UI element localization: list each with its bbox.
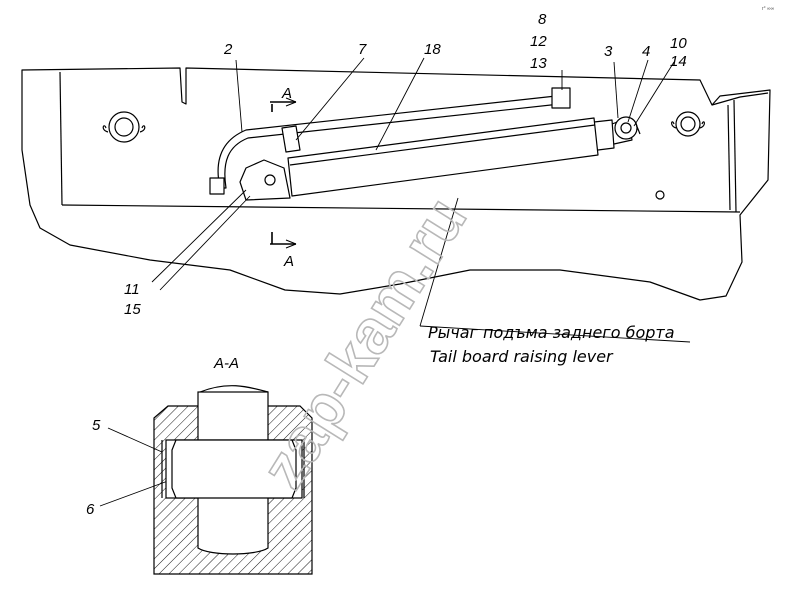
callout-7: 7 xyxy=(358,41,367,58)
callout-15: 15 xyxy=(124,301,141,318)
leader-lines xyxy=(99,57,691,507)
callout-2: 2 xyxy=(223,41,233,58)
section-marker-bottom: A xyxy=(283,253,294,270)
section-marker-top: A xyxy=(281,85,292,102)
callout-14: 14 xyxy=(670,53,687,70)
board-outline xyxy=(21,67,771,301)
callout-13: 13 xyxy=(530,55,547,72)
left-hook xyxy=(102,111,146,143)
callout-12: 12 xyxy=(530,33,547,50)
callout-10: 10 xyxy=(670,35,687,52)
callout-18: 18 xyxy=(424,41,441,58)
section-label: A-A xyxy=(213,355,239,372)
callout-6: 6 xyxy=(86,501,95,518)
caption-english: Tail board raising lever xyxy=(430,347,614,366)
callout-4: 4 xyxy=(642,43,650,60)
caption-russian: Рычаг подъма заднего борта xyxy=(428,323,675,342)
callout-3: 3 xyxy=(604,43,613,60)
callout-11: 11 xyxy=(124,281,140,298)
tailboard-assembly xyxy=(21,67,771,301)
section-a-a xyxy=(153,385,313,575)
cylinder xyxy=(287,117,633,197)
callout-5: 5 xyxy=(92,417,101,434)
callout-8: 8 xyxy=(538,11,547,28)
watermark: zap-kam.ru xyxy=(248,186,480,500)
right-hook xyxy=(671,111,705,137)
corner-mark: r° ∞∞ xyxy=(762,6,775,12)
